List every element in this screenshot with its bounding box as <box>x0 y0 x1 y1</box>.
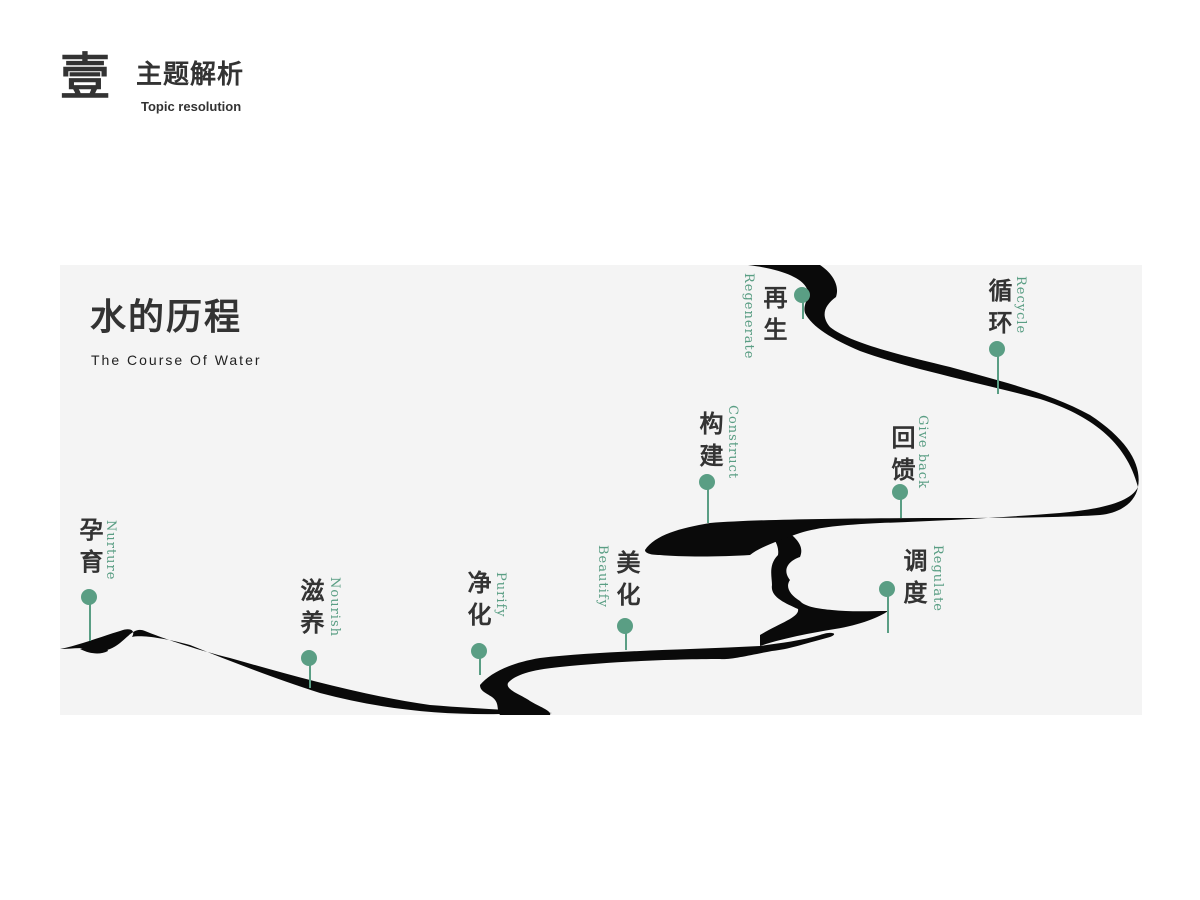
stage-en-purify: Purify <box>493 572 508 618</box>
marker-stem <box>625 628 627 650</box>
stage-en-regenerate: Regenerate <box>741 273 756 360</box>
marker-stem <box>89 599 91 641</box>
stage-label-nurture: 孕育 <box>75 517 104 581</box>
water-course-panel: 水的历程 The Course Of Water 孕育 Nurture 滋养 N… <box>60 265 1142 715</box>
section-subtitle: Topic resolution <box>141 99 242 114</box>
marker-dot-nurture[interactable] <box>81 589 97 605</box>
marker-dot-nourish[interactable] <box>301 650 317 666</box>
section-title: 主题解析 <box>136 60 245 90</box>
marker-dot-regenerate[interactable] <box>794 287 810 303</box>
marker-dot-recycle[interactable] <box>989 341 1005 357</box>
marker-stem <box>900 495 902 518</box>
marker-dot-construct[interactable] <box>699 474 715 490</box>
stage-label-regenerate: 再生 <box>759 285 788 349</box>
marker-dot-regulate[interactable] <box>879 581 895 597</box>
stage-en-nourish: Nourish <box>327 577 342 637</box>
section-number: 壹 <box>60 47 110 106</box>
ink-stroke-lower <box>480 632 835 715</box>
stage-en-construct: Construct <box>725 405 740 480</box>
ink-stroke-left <box>60 629 552 715</box>
stage-label-recycle: 循环 <box>984 278 1013 342</box>
stage-label-purify: 净化 <box>463 570 492 634</box>
stage-label-construct: 构建 <box>695 411 724 475</box>
marker-stem <box>479 653 481 675</box>
ink-stroke-blob <box>645 487 1138 557</box>
stage-label-regulate: 调度 <box>899 548 928 612</box>
stage-en-regulate: Regulate <box>930 545 945 613</box>
stage-label-nourish: 滋养 <box>296 578 325 642</box>
stage-en-recycle: Recycle <box>1013 276 1028 335</box>
panel-subtitle: The Course Of Water <box>91 352 262 368</box>
marker-stem <box>802 297 804 319</box>
ink-stroke-middle <box>760 523 888 646</box>
stage-en-beautify: Beautify <box>595 545 610 608</box>
marker-stem <box>887 591 889 633</box>
stage-en-nurture: Nurture <box>103 520 118 581</box>
stage-label-beautify: 美化 <box>612 550 641 614</box>
marker-stem <box>707 485 709 523</box>
marker-dot-give-back[interactable] <box>892 484 908 500</box>
panel-title: 水的历程 <box>90 296 243 338</box>
stage-en-give-back: Give back <box>915 415 930 489</box>
ink-river-illustration <box>60 265 1139 715</box>
marker-dot-purify[interactable] <box>471 643 487 659</box>
stage-label-give-back: 回馈 <box>887 425 916 489</box>
ink-stroke-left-tip <box>80 644 108 654</box>
marker-stem <box>309 660 311 688</box>
marker-stem <box>997 351 999 394</box>
marker-dot-beautify[interactable] <box>617 618 633 634</box>
